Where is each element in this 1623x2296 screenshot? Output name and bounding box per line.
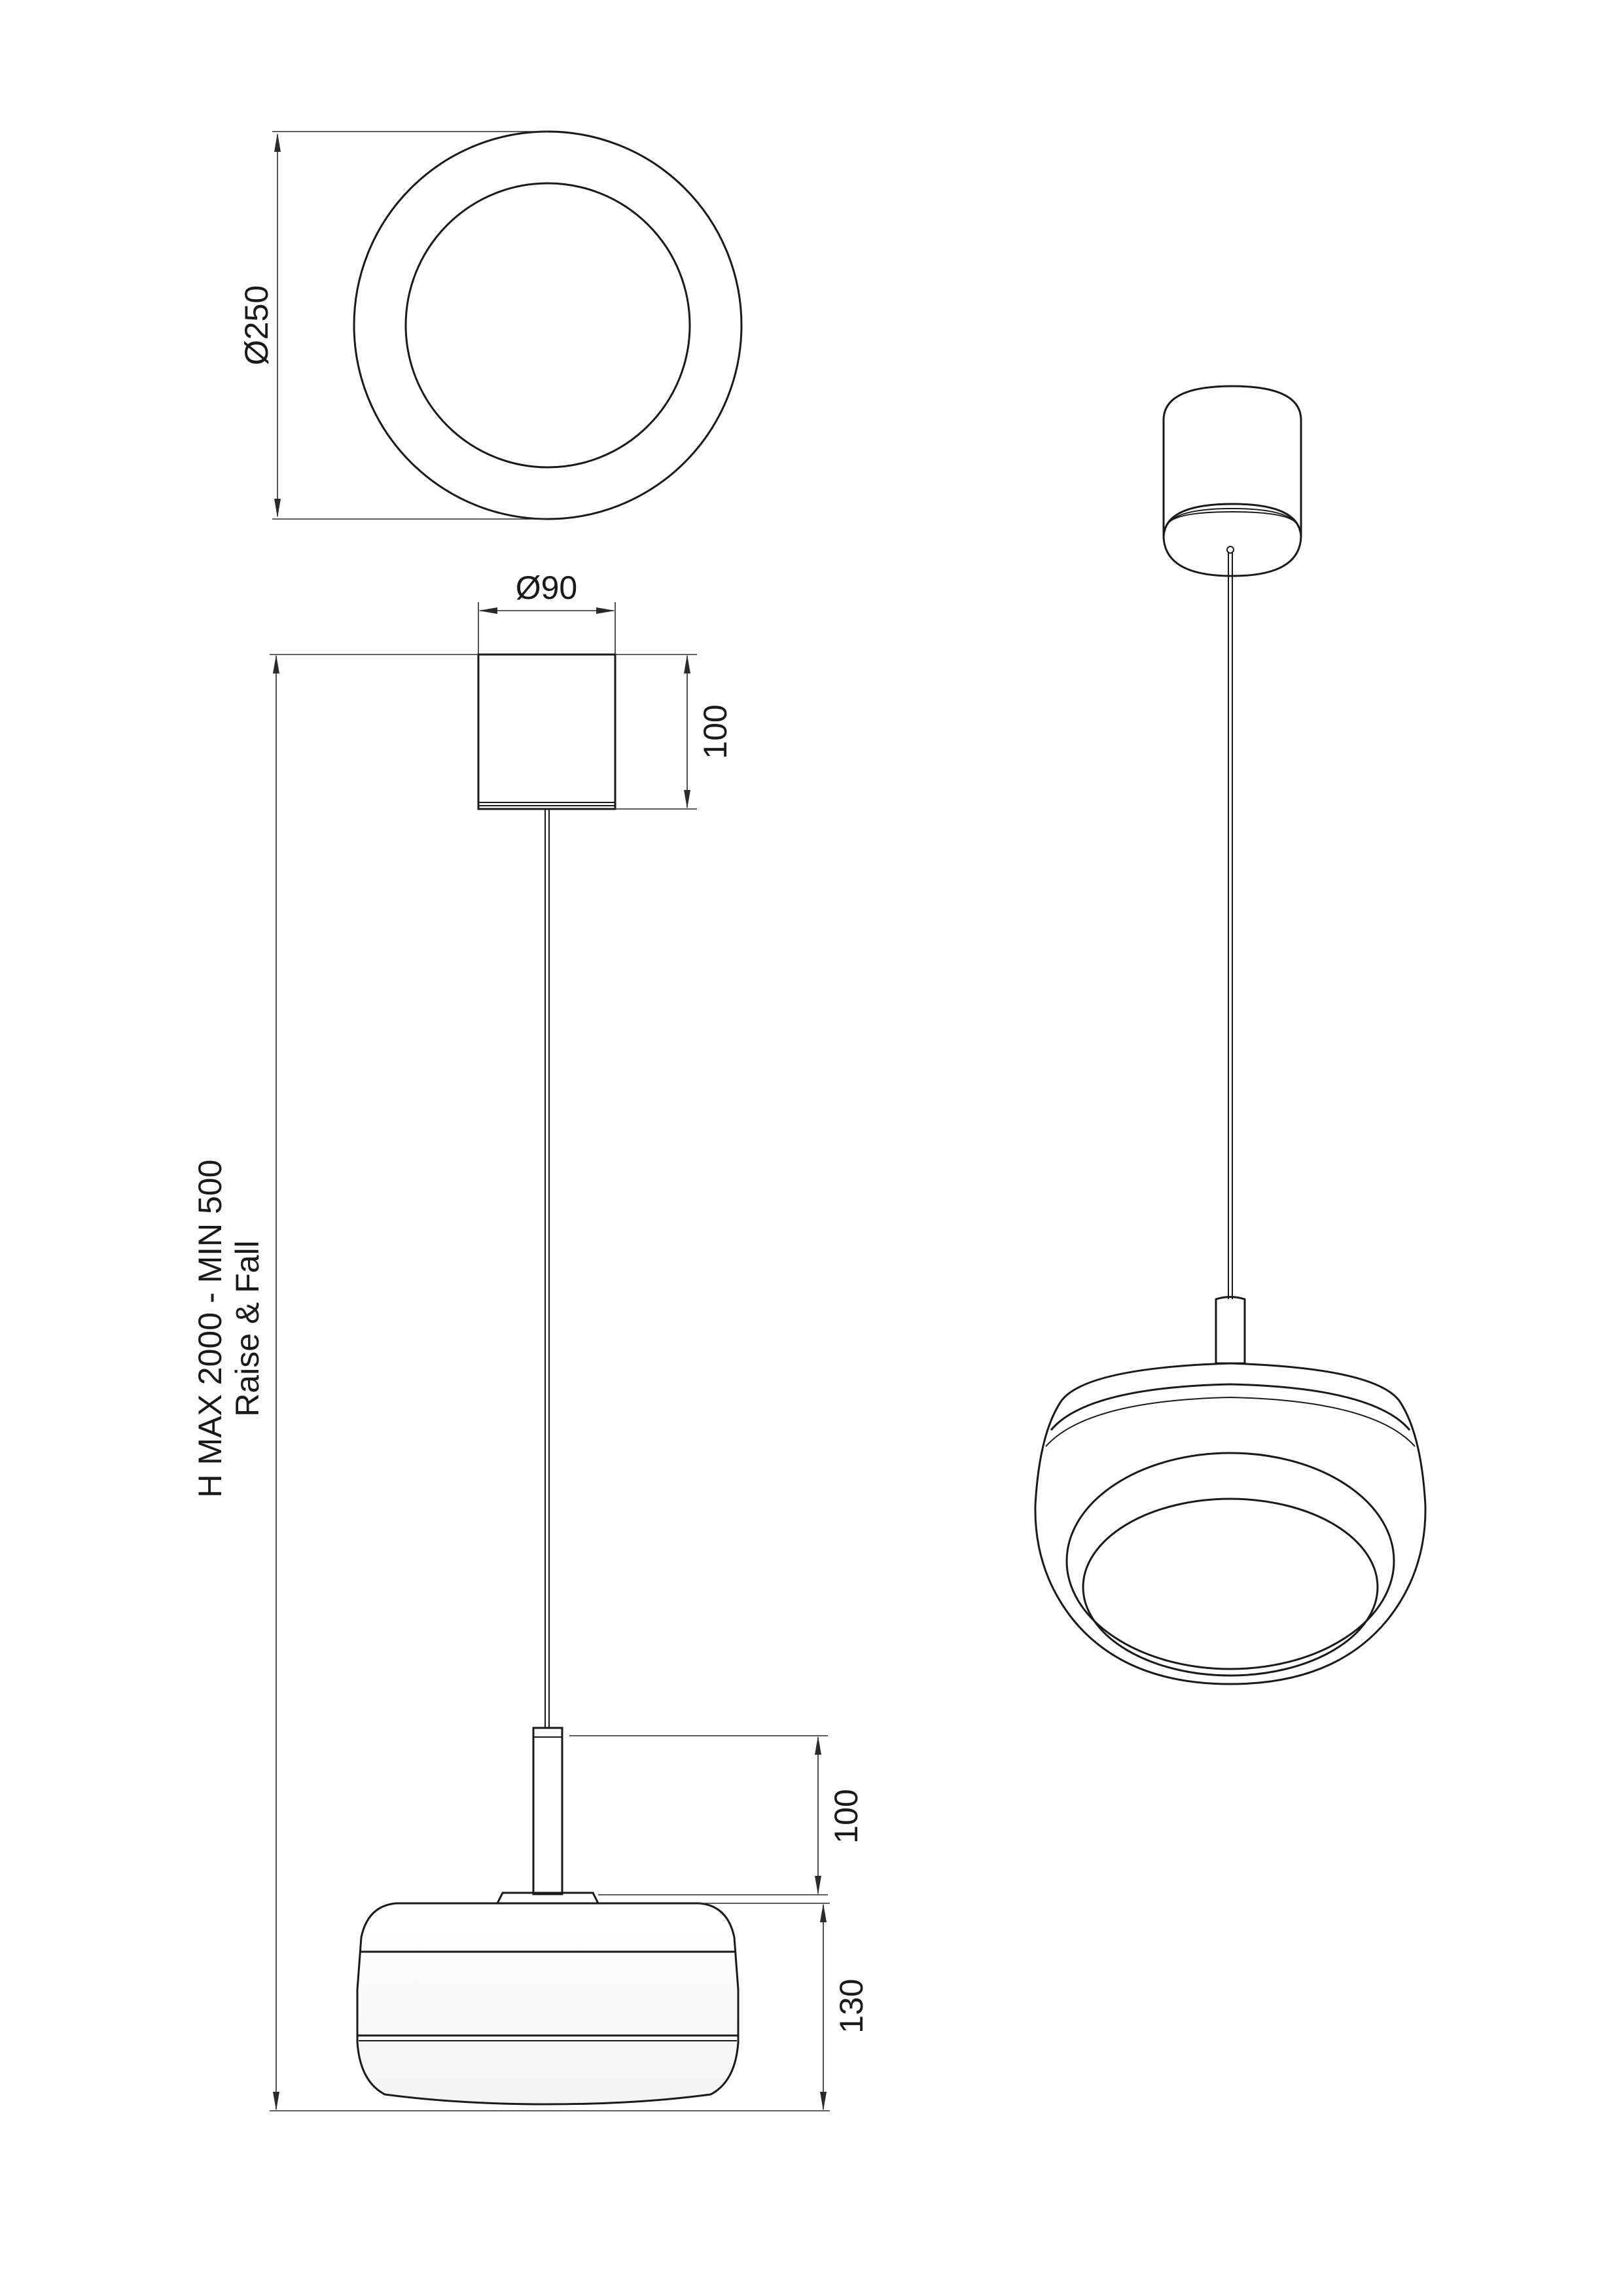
diameter-90-label: Ø90	[516, 569, 578, 606]
height-range-note: H MAX 2000 - MIN 500	[192, 1160, 228, 1498]
perspective-shade	[1034, 1362, 1427, 1685]
stem	[532, 1727, 563, 1895]
perspective-stem	[1215, 1296, 1246, 1365]
perspective-diffuser	[1082, 1498, 1379, 1677]
shade-body	[356, 1902, 740, 2106]
perspective-view	[1034, 385, 1427, 1685]
diameter-250-label: Ø250	[238, 285, 275, 365]
canopy-inner-circle	[404, 182, 691, 469]
perspective-canopy	[1162, 385, 1302, 577]
shade-height-label: 130	[833, 1979, 870, 2033]
side-elevation: Ø90 100 H MAX 2000 - MIN 500 Raise & Fal…	[192, 569, 870, 2111]
top-view: Ø250	[238, 130, 743, 520]
perspective-diffuser-rim	[1065, 1452, 1395, 1670]
raise-and-fall-note: Raise & Fall	[229, 1240, 266, 1417]
canopy-body	[477, 653, 616, 810]
canopy-height-label: 100	[697, 704, 734, 759]
stem-height-label: 100	[828, 1789, 865, 1843]
canopy-outer-circle	[353, 130, 743, 520]
